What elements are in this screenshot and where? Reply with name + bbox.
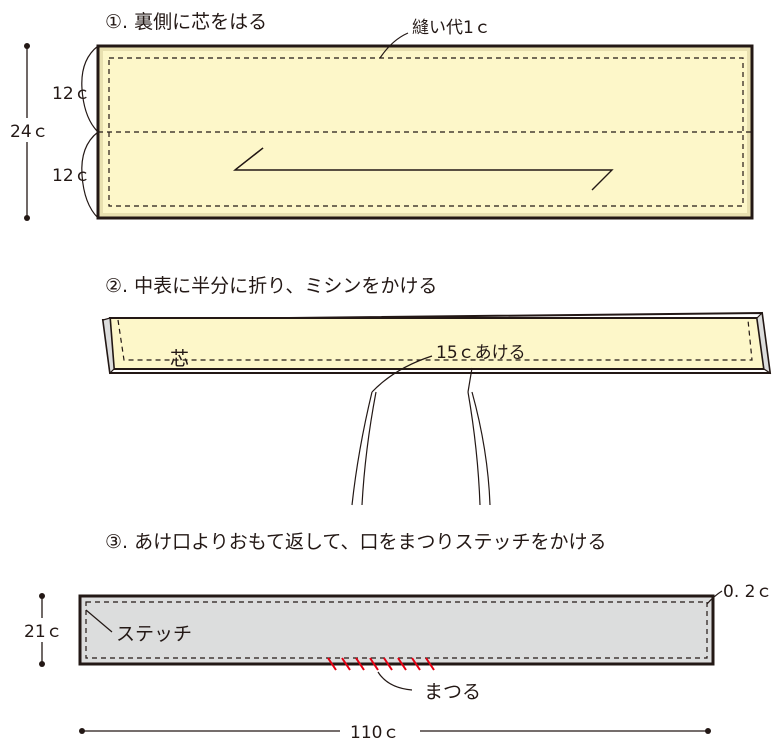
step1-dim-total: 24ｃ [10,122,49,142]
step3-slipstitch-leader [377,671,413,691]
slipstitch-mark [355,657,365,671]
slipstitch-mark [411,657,421,671]
step1-group: ①. 裏側に芯をはる 縫い代1ｃ 24ｃ 12ｃ 12ｃ [8,11,754,221]
thread-tail-1 [351,391,373,506]
step2-stitch-line [117,319,753,361]
step1-seam-leader [379,32,409,59]
thread-tail-2 [361,391,377,506]
step3-width-label: 110ｃ [350,723,399,743]
step3-height-mask [22,618,64,642]
step3-topstitch-line [85,601,708,659]
step3-height-dot-top [39,593,45,599]
slipstitch-mark [369,657,379,671]
step1-dim-upper: 12ｃ [52,84,91,104]
step1-iron-mark [232,147,614,191]
step1-seam-label: 縫い代1ｃ [412,18,491,38]
step2-opening-leader-b [467,367,473,393]
slipstitch-mark [383,657,393,671]
step3-width-dot-right [705,728,711,734]
step3-stitch-label: ステッチ [116,623,192,645]
step2-interfacing-label: 芯 [170,348,189,370]
step2-opening-label: 15ｃあける [436,343,526,363]
step2-fold-edge-left [102,317,115,375]
slipstitch-mark [341,657,351,671]
step3-title: ③. あけ口よりおもて返して、口をまつりステッチをかける [105,531,606,553]
step3-width-mask [340,720,420,742]
step2-fold-edge-right [756,311,771,375]
thread-tail-4 [471,391,491,506]
step1-bracket-upper [81,45,99,133]
thread-tail-3 [467,391,481,506]
step1-dim-dot-top [24,43,30,49]
step3-margin-leader [706,590,723,605]
step1-dim-mask [8,118,48,142]
step3-slipstitch-label: まつる [424,681,481,703]
slipstitch-mark [327,657,337,671]
step2-opening-leader-a [371,355,433,393]
step2-title: ②. 中表に半分に折り、ミシンをかける [105,275,437,297]
step1-dim-lower: 12ｃ [52,166,91,186]
step1-title: ①. 裏側に芯をはる [105,11,267,33]
step2-group: ②. 中表に半分に折り、ミシンをかける 芯 15ｃあける [101,275,772,506]
step3-group: ③. あけ口よりおもて返して、口をまつりステッチをかける ステッチ 0. 2ｃ … [22,531,772,743]
step3-width-dot-left [79,728,85,734]
step1-bracket-lower [81,131,99,219]
step3-height-label: 21ｃ [24,622,63,642]
slipstitch-marks [327,657,435,671]
step3-height-dot-bottom [39,661,45,667]
step3-fabric [78,594,715,666]
step3-margin-label: 0. 2ｃ [723,582,772,602]
step3-stitch-leader [85,609,113,633]
slipstitch-mark [397,657,407,671]
slipstitch-mark [425,657,435,671]
step1-dim-dot-bottom [24,215,30,221]
